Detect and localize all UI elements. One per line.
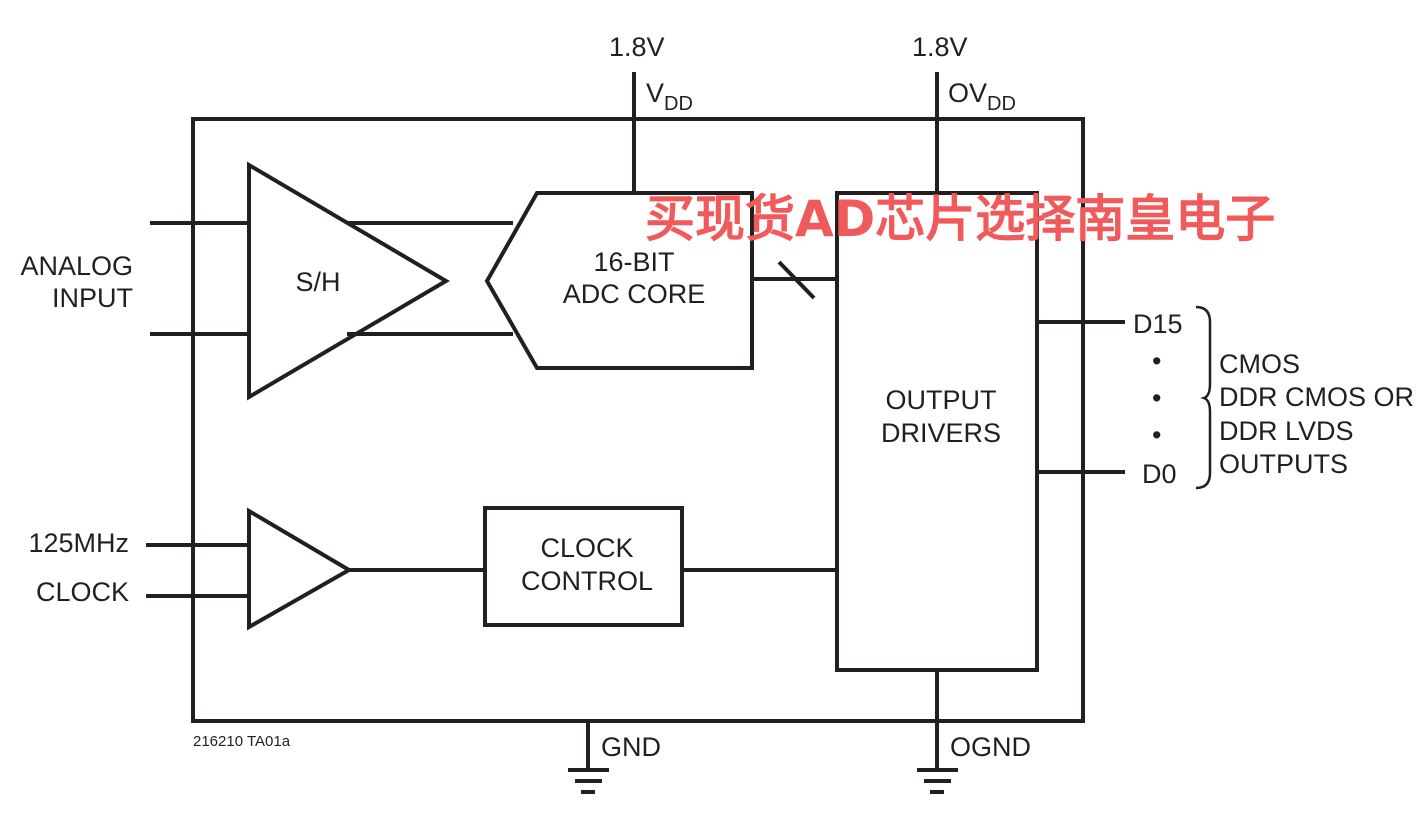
adc-core-label-line1: 16-BIT bbox=[593, 247, 674, 277]
output-desc-line1: CMOS bbox=[1219, 349, 1300, 379]
clock-input-label: CLOCK bbox=[36, 577, 129, 607]
output-desc-line4: OUTPUTS bbox=[1219, 449, 1348, 479]
vdd-voltage-label: 1.8V bbox=[609, 32, 665, 62]
adc-core-block bbox=[484, 191, 754, 370]
clock-buffer bbox=[247, 507, 353, 631]
clock-control-block bbox=[483, 506, 684, 627]
analog-input-label-line2: INPUT bbox=[52, 283, 133, 313]
ovdd-voltage-label: 1.8V bbox=[912, 32, 968, 62]
figure-id: 216210 TA01a bbox=[193, 733, 291, 750]
clock-control-label-line2: CONTROL bbox=[521, 566, 653, 596]
chip-outline bbox=[191, 117, 1085, 723]
ovdd-pin-label: OVDD bbox=[948, 78, 1016, 115]
adc-core-label-line2: ADC CORE bbox=[563, 279, 706, 309]
output-brace bbox=[1195, 305, 1212, 490]
bus-slash bbox=[777, 260, 816, 300]
output-desc-line3: DDR LVDS bbox=[1219, 416, 1354, 446]
watermark-text: 买现货AD芯片选择南皇电子 bbox=[645, 190, 1275, 248]
clock-control-label-line1: CLOCK bbox=[540, 533, 633, 563]
output-drivers-label-line1: OUTPUT bbox=[886, 385, 997, 415]
sample-hold-label: S/H bbox=[295, 267, 340, 297]
gnd-label: GND bbox=[601, 732, 661, 762]
vdd-pin-label: VDD bbox=[646, 78, 693, 115]
ellipsis-dot-3: • bbox=[1152, 420, 1161, 450]
sample-hold-amplifier bbox=[247, 161, 450, 401]
ellipsis-dot-2: • bbox=[1152, 383, 1161, 413]
analog-input-label-line1: ANALOG bbox=[20, 251, 133, 281]
output-desc-line2: DDR CMOS OR bbox=[1219, 382, 1414, 412]
d15-label: D15 bbox=[1133, 309, 1183, 339]
output-drivers-label-line2: DRIVERS bbox=[881, 418, 1001, 448]
ellipsis-dot-1: • bbox=[1152, 346, 1161, 376]
ognd-label: OGND bbox=[950, 732, 1031, 762]
clock-freq-label: 125MHz bbox=[28, 528, 129, 558]
d0-label: D0 bbox=[1142, 459, 1177, 489]
